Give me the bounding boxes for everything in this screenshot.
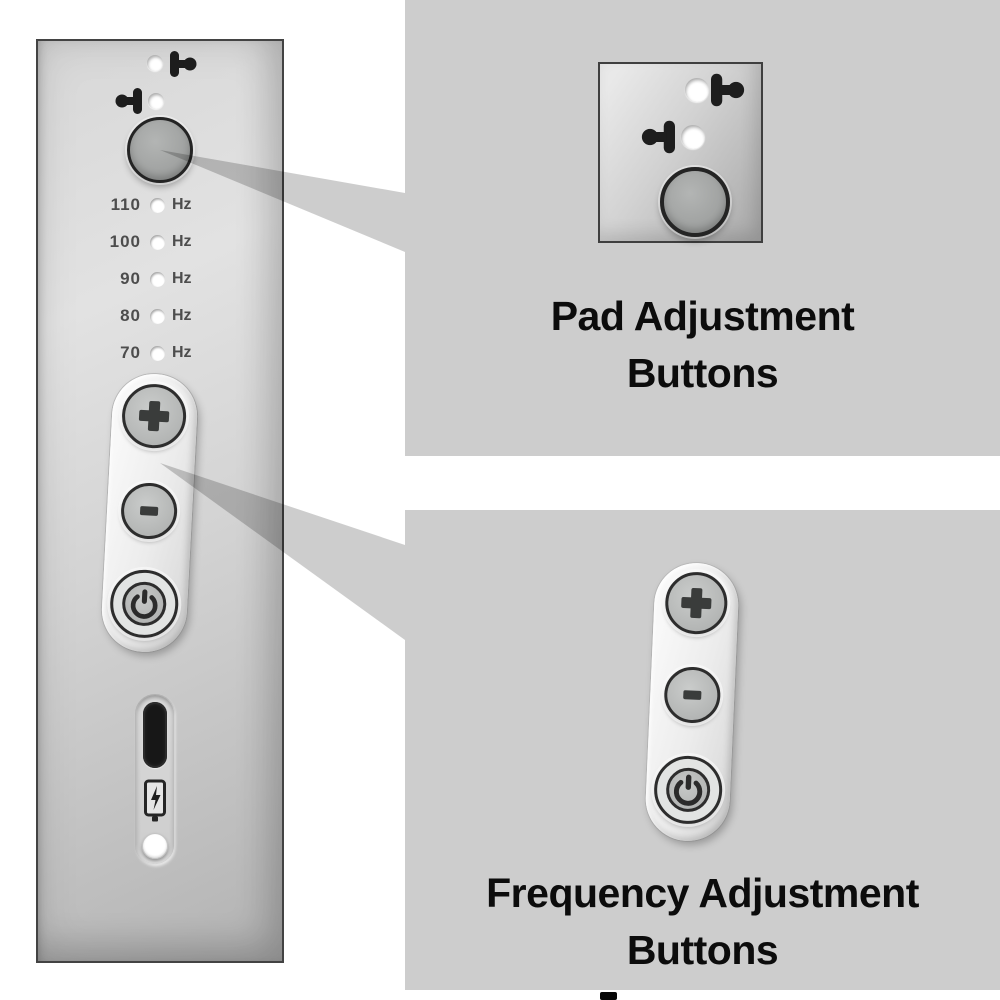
power-icon (673, 774, 703, 806)
minus-icon (683, 690, 702, 700)
frequency-button-cluster-inset (643, 561, 741, 843)
pad-buttons-inset-image (598, 62, 763, 243)
power-icon (130, 589, 158, 619)
plus-icon (681, 587, 712, 619)
electrode-pad-right-icon (170, 51, 197, 77)
pad-indicator-led-top (685, 78, 709, 102)
caption-line-1: Frequency Adjustment (486, 870, 919, 916)
frequency-led (150, 234, 165, 250)
pad-adjustment-button[interactable] (660, 167, 730, 237)
power-button[interactable] (108, 568, 180, 640)
frequency-row: 110 Hz (86, 194, 192, 216)
caption-line-2: Buttons (626, 350, 779, 396)
caption-line-2: Buttons (626, 927, 779, 973)
frequency-led (150, 271, 165, 287)
caption-line-1: Pad Adjustment (550, 293, 855, 339)
power-button[interactable] (652, 754, 724, 826)
frequency-row: 90 Hz (86, 268, 192, 290)
frequency-unit: Hz (172, 270, 192, 287)
frequency-button-cluster (99, 371, 200, 655)
frequency-row: 80 Hz (86, 305, 192, 327)
plus-icon (138, 400, 170, 432)
charging-led (142, 833, 168, 859)
frequency-increase-button[interactable] (663, 570, 729, 636)
electrode-pad-left-icon (641, 120, 675, 154)
image-edge-artifact (600, 992, 617, 1000)
pad-adjustment-button[interactable] (127, 117, 193, 183)
pad-callout-panel: Pad Adjustment Buttons (405, 0, 1000, 456)
frequency-callout-panel: Frequency Adjustment Buttons (405, 510, 1000, 990)
usb-c-port[interactable] (143, 702, 167, 768)
device-control-panel: 110 Hz 100 Hz 90 Hz 80 Hz 70 Hz (36, 39, 284, 963)
frequency-row: 70 Hz (86, 342, 192, 364)
frequency-led (150, 345, 165, 361)
frequency-callout-caption: Frequency Adjustment Buttons (405, 865, 1000, 979)
frequency-value: 100 (109, 232, 141, 251)
pad-indicator-led-top (147, 55, 163, 71)
frequency-value: 110 (110, 195, 141, 214)
electrode-pad-left-icon (115, 88, 142, 114)
frequency-value: 90 (120, 269, 141, 288)
pad-indicator-led-bottom (681, 125, 705, 149)
frequency-unit: Hz (172, 307, 192, 324)
minus-icon (139, 506, 159, 516)
frequency-value: 80 (120, 306, 141, 325)
frequency-unit: Hz (172, 196, 192, 213)
battery-charging-icon (144, 779, 166, 822)
frequency-increase-button[interactable] (120, 382, 188, 450)
frequency-decrease-button[interactable] (119, 481, 179, 541)
frequency-led (150, 197, 165, 213)
electrode-pad-right-icon (711, 73, 745, 107)
frequency-row: 100 Hz (86, 231, 192, 253)
charging-area (136, 695, 174, 864)
frequency-decrease-button[interactable] (663, 665, 722, 725)
pad-callout-caption: Pad Adjustment Buttons (405, 288, 1000, 402)
frequency-unit: Hz (172, 233, 192, 250)
frequency-led (150, 308, 165, 324)
frequency-unit: Hz (172, 344, 192, 361)
frequency-value: 70 (120, 343, 141, 362)
pad-indicator-led-bottom (148, 93, 164, 109)
